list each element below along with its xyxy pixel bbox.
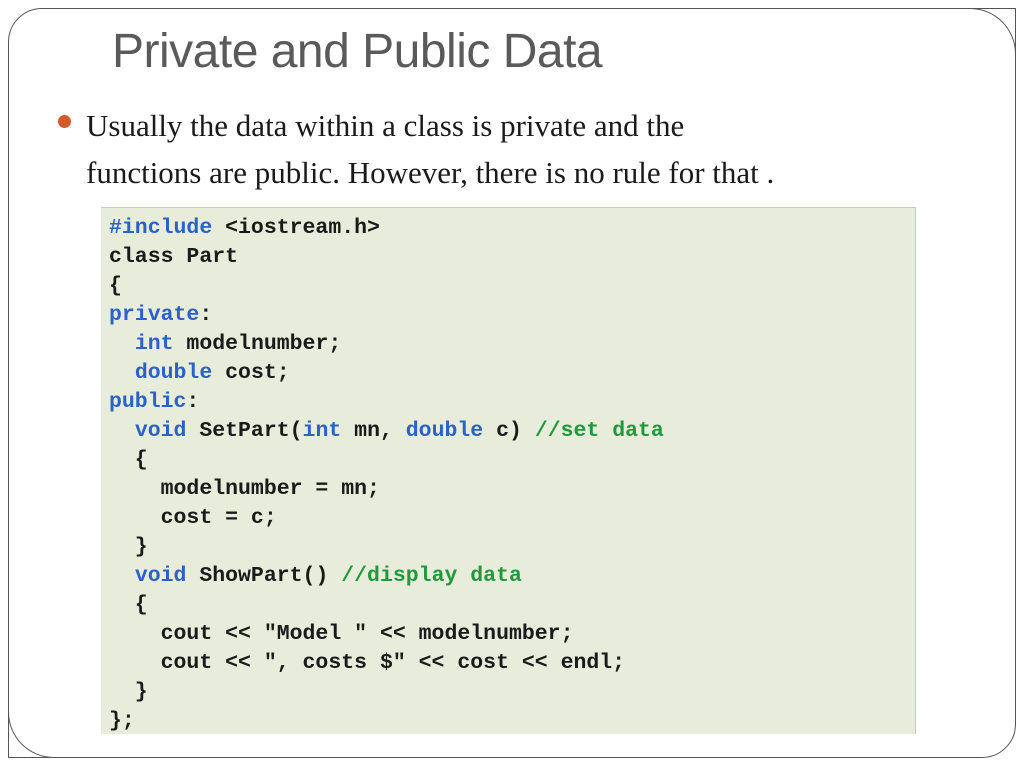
code-line-8: void SetPart(int mn, double c) //set dat…: [134, 419, 664, 443]
code-line-17: }: [109, 680, 148, 704]
bullet-line-1: Usually the data within a class is priva…: [86, 108, 685, 143]
code-line-15: cout << "Model " << modelnumber;: [109, 622, 574, 646]
code-line-7: public:: [109, 390, 200, 414]
code-line-16: cout << ", costs $" << cost << endl;: [109, 651, 626, 675]
slide-title: Private and Public Data: [112, 25, 603, 78]
code-line-2: class Part: [109, 245, 239, 269]
bullet-point: Usually the data within a class is priva…: [58, 102, 918, 196]
code-line-3: {: [109, 274, 122, 298]
code-line-1: #include <iostream.h>: [109, 216, 380, 240]
bullet-text: Usually the data within a class is priva…: [86, 102, 918, 196]
code-line-4: private:: [109, 303, 213, 327]
bullet-line-2: functions are public. However, there is …: [86, 155, 775, 190]
code-line-13: void ShowPart() //display data: [134, 564, 522, 588]
code-line-6: double cost;: [134, 361, 290, 385]
code-listing: #include <iostream.h> class Part { priva…: [101, 208, 915, 734]
code-line-11: cost = c;: [109, 506, 277, 530]
code-line-5: int modelnumber;: [134, 332, 342, 356]
bullet-dot-icon: [58, 115, 71, 128]
code-line-14: {: [109, 593, 148, 617]
code-block: #include <iostream.h> class Part { priva…: [101, 207, 916, 734]
code-line-9: {: [109, 448, 148, 472]
code-line-18: };: [109, 709, 135, 733]
code-line-10: modelnumber = mn;: [109, 477, 380, 501]
code-line-12: }: [109, 535, 148, 559]
